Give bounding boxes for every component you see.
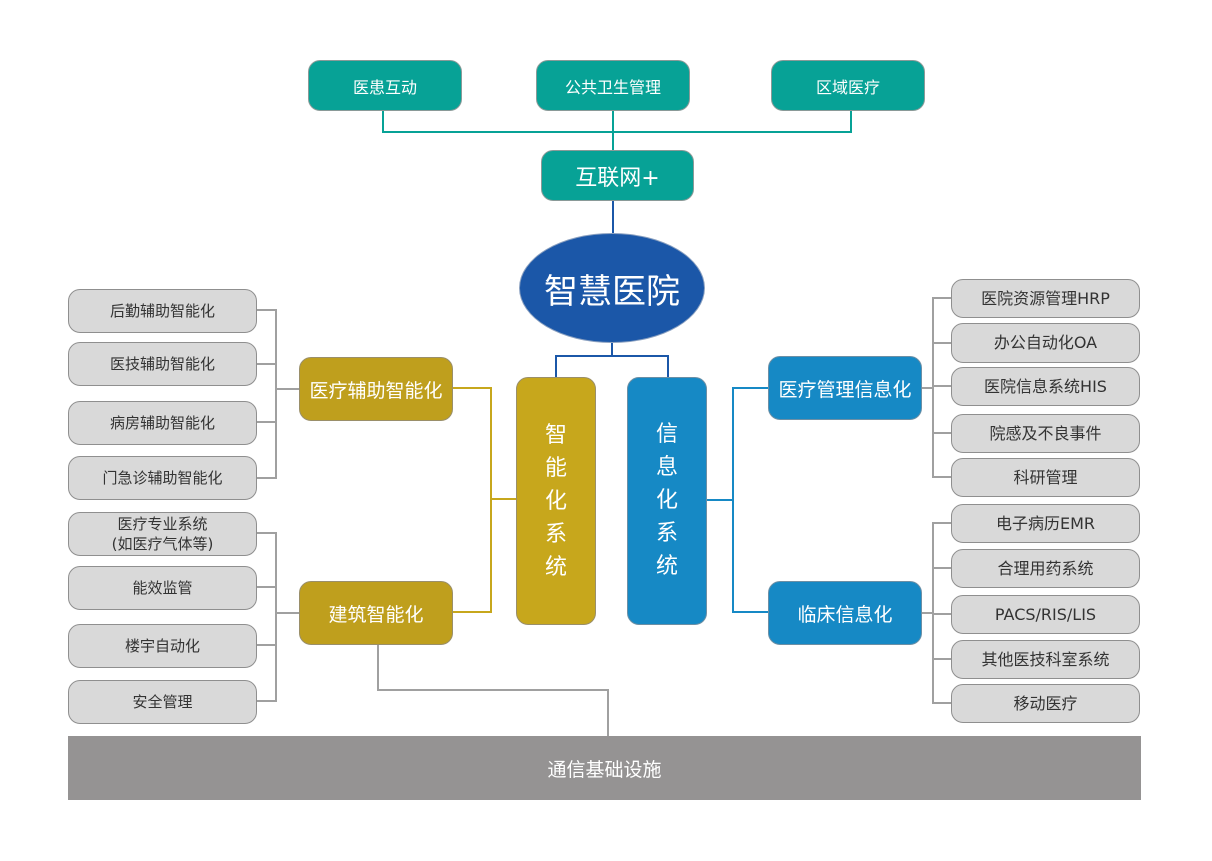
leaf-energy-monitoring: 能效监管 (68, 566, 257, 610)
intelligent-system-char: 智 (544, 422, 567, 448)
information-system-char: 息 (655, 455, 678, 480)
node-internet-plus: 互联网+ (541, 150, 694, 201)
leaf-logistics-assist: 后勤辅助智能化 (68, 289, 257, 333)
node-regional-healthcare: 区域医疗 (771, 60, 925, 111)
information-system-char: 信 (655, 422, 678, 447)
node-information-system: 信 息 化 系 统 (627, 377, 707, 625)
node-smart-hospital: 智慧医院 (519, 233, 705, 343)
leaf-oa: 办公自动化OA (951, 323, 1140, 363)
internet-plus-connector (382, 110, 852, 150)
right-gray-brackets (922, 297, 951, 704)
leaf-emr: 电子病历EMR (951, 504, 1140, 543)
intelligent-connector (453, 387, 516, 613)
node-intelligent-system: 智 能 化 系 统 (516, 377, 596, 625)
node-medical-management-informatization: 医疗管理信息化 (768, 356, 922, 420)
information-connector (706, 387, 768, 613)
leaf-his: 医院信息系统HIS (951, 367, 1140, 406)
leaf-rational-drug-use: 合理用药系统 (951, 549, 1140, 588)
blue-bracket-line (732, 387, 768, 613)
leaf-line: (如医疗气体等) (111, 535, 214, 553)
leaf-line: 医疗专业系统 (117, 515, 208, 533)
top-bracket-line (382, 110, 852, 133)
node-communication-infrastructure: 通信基础设施 (68, 736, 1141, 800)
node-doctor-patient-interaction: 医患互动 (308, 60, 462, 111)
node-public-health-management: 公共卫生管理 (536, 60, 690, 111)
left-gray-brackets (257, 309, 299, 702)
leaf-other-medtech-systems: 其他医技科室系统 (951, 640, 1140, 679)
leaf-pacs-ris-lis: PACS/RIS/LIS (951, 595, 1140, 634)
intelligent-system-char: 统 (544, 554, 567, 580)
information-system-char: 统 (655, 554, 678, 579)
intelligent-system-char: 化 (544, 488, 567, 514)
node-medical-assist-intelligence: 医疗辅助智能化 (299, 357, 453, 421)
leaf-infection-adverse-events: 院感及不良事件 (951, 414, 1140, 453)
intelligent-system-char: 系 (544, 521, 567, 547)
leaf-medtech-assist: 医技辅助智能化 (68, 342, 257, 386)
information-system-char: 系 (655, 521, 678, 546)
information-system-char: 化 (655, 488, 678, 513)
leaf-hrp: 医院资源管理HRP (951, 279, 1140, 318)
core-connector (555, 200, 669, 377)
gold-bracket-line (453, 387, 492, 613)
leaf-security-management: 安全管理 (68, 680, 257, 724)
node-building-intelligence: 建筑智能化 (299, 581, 453, 645)
core-split-line (555, 343, 669, 377)
leaf-ward-assist: 病房辅助智能化 (68, 401, 257, 445)
intelligent-system-char: 能 (544, 455, 567, 481)
leaf-mobile-healthcare: 移动医疗 (951, 684, 1140, 723)
leaf-medical-specialty-systems: 医疗专业系统 (如医疗气体等) (68, 512, 257, 556)
leaf-outpatient-emergency-assist: 门急诊辅助智能化 (68, 456, 257, 500)
building-to-infrastructure-line (377, 636, 609, 736)
leaf-building-automation: 楼宇自动化 (68, 624, 257, 668)
node-clinical-informatization: 临床信息化 (768, 581, 922, 645)
leaf-research-management: 科研管理 (951, 458, 1140, 497)
